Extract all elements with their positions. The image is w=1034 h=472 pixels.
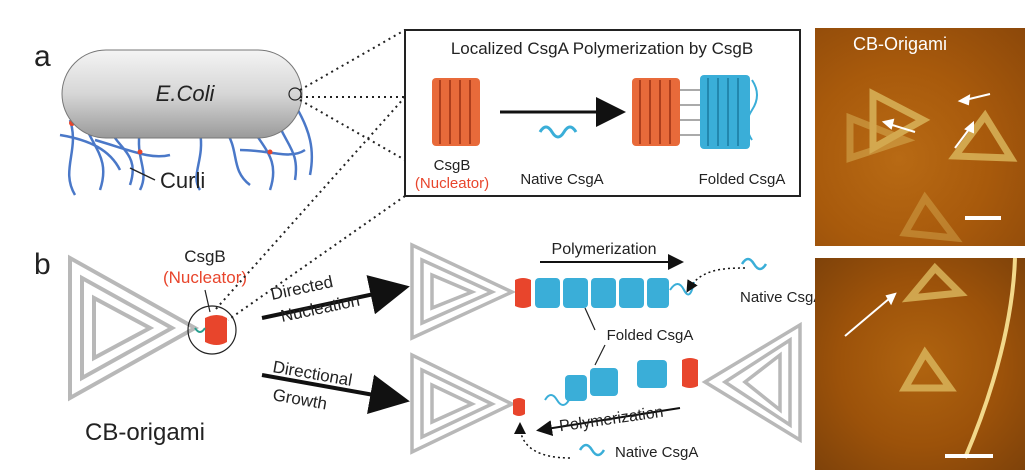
- growth-arrow: [261, 373, 410, 415]
- b-nucleator-label: (Nucleator): [163, 268, 247, 287]
- folded-b-label: Folded CsgA: [607, 327, 694, 344]
- bottom-csga-fibril: [544, 360, 667, 406]
- folded-complex-inset: [632, 75, 758, 149]
- inset-csgb-label: CsgB: [434, 157, 471, 174]
- b-csgb-label: CsgB: [184, 247, 226, 266]
- inset-folded-label: Folded CsgA: [699, 171, 786, 188]
- native-csga-bottom: [578, 443, 606, 457]
- poly-arrow-bottom: [536, 407, 681, 437]
- poly-bottom-label: Polymerization: [558, 404, 664, 435]
- afm-top-label: CB-Origami: [853, 34, 948, 54]
- afm-image-bottom: [815, 258, 1025, 470]
- origami-triangle-bottom-right: [701, 321, 802, 444]
- bottom-csgb-right: [682, 358, 698, 388]
- ecoli-label: E.Coli: [156, 81, 216, 106]
- nucleator-circle: [187, 305, 237, 355]
- native-csga-top: [740, 257, 768, 271]
- growth-label-2: Growth: [271, 385, 328, 413]
- inset-nucleator-label: (Nucleator): [415, 175, 489, 192]
- directed-arrow: [261, 275, 410, 320]
- csgb-sheets-inset: [432, 78, 480, 146]
- zoom-lines-b: [214, 96, 406, 321]
- curli-label: Curli: [160, 168, 205, 193]
- bottom-csgb-left: [513, 398, 525, 416]
- panel-b-letter: b: [34, 248, 51, 281]
- origami-triangle-top: [410, 242, 517, 341]
- top-csga-fibril: [535, 278, 695, 308]
- csgb-nucleator-block: [205, 315, 227, 345]
- native-top-label: Native CsgA: [740, 289, 823, 306]
- native-bottom-label: Native CsgA: [615, 444, 698, 461]
- inset-title: Localized CsgA Polymerization by CsgB: [451, 39, 753, 58]
- panel-a-letter: a: [34, 40, 51, 73]
- ecoli-cell: [59, 49, 314, 196]
- zoom-lines-a: [299, 29, 406, 161]
- origami-triangle-left: [68, 254, 200, 402]
- origami-triangle-bottom-left: [410, 352, 517, 455]
- poly-top-label: Polymerization: [552, 241, 657, 258]
- top-csgb-block: [515, 278, 531, 308]
- b-origami-label: CB-origami: [85, 419, 205, 446]
- inset-native-label: Native CsgA: [520, 171, 603, 188]
- afm-image-top: CB-Origami: [815, 28, 1025, 246]
- native-csga-squiggle: [538, 125, 578, 139]
